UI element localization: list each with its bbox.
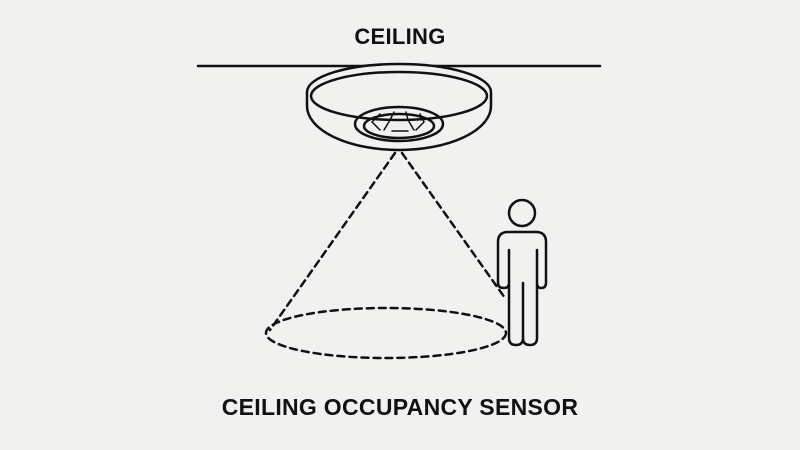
person-icon bbox=[496, 198, 548, 347]
sensor-lens-housing bbox=[353, 105, 445, 143]
ceiling-label: CEILING bbox=[354, 24, 446, 49]
diagram-caption: CEILING OCCUPANCY SENSOR bbox=[221, 394, 579, 420]
detection-area bbox=[264, 306, 508, 360]
sensor-device bbox=[305, 62, 493, 152]
detection-cone bbox=[264, 151, 508, 360]
sensor-lens bbox=[362, 112, 436, 140]
